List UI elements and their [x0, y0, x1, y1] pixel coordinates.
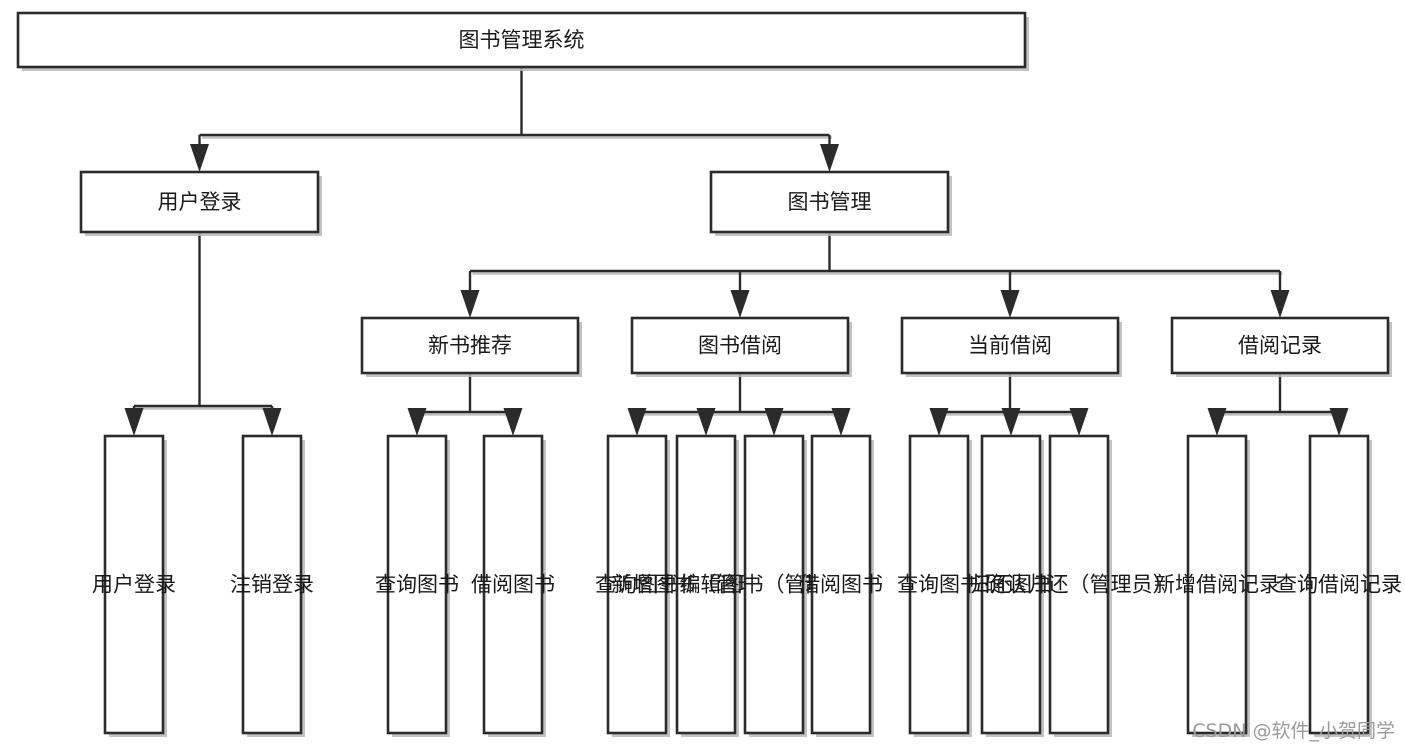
node-leaf-user-login[interactable]: 用户登录 — [92, 434, 176, 737]
node-leaf-add-borrow-record[interactable]: 新增借阅记录 — [1154, 434, 1280, 737]
arrow-head-icon — [929, 408, 949, 436]
connector-group — [190, 67, 839, 172]
node-box[interactable] — [675, 434, 737, 735]
connector-group — [124, 232, 282, 436]
connector-group — [407, 373, 523, 436]
node-box[interactable] — [241, 434, 303, 735]
node-label: 借阅记录 — [1238, 334, 1322, 358]
connector-layer — [124, 67, 1349, 436]
node-label: 图书管理 — [788, 190, 872, 214]
arrow-head-icon — [1207, 408, 1227, 436]
node-label: 确认归还（管理员） — [985, 573, 1174, 597]
node-box[interactable] — [386, 434, 448, 735]
node-label: 借阅图书 — [799, 573, 883, 597]
node-box[interactable] — [1186, 434, 1248, 735]
connector-group — [460, 232, 1290, 318]
arrow-head-icon — [1001, 408, 1021, 436]
node-box[interactable] — [709, 170, 950, 234]
node-leaf-query-borrow-record[interactable]: 查询借阅记录 — [1276, 434, 1402, 737]
arrow-head-icon — [764, 408, 784, 436]
node-label: 查询借阅记录 — [1276, 573, 1402, 597]
arrow-head-icon — [730, 290, 750, 318]
node-box[interactable] — [1048, 434, 1110, 735]
arrow-head-icon — [1329, 408, 1349, 436]
node-box[interactable] — [743, 434, 805, 735]
node-label: 查询图书 — [375, 573, 459, 597]
arrow-head-icon — [460, 290, 480, 318]
arrow-head-icon — [1069, 408, 1089, 436]
node-box[interactable] — [810, 434, 872, 735]
node-book-manage[interactable]: 图书管理 — [709, 170, 952, 236]
connector-group — [627, 373, 851, 436]
node-root[interactable]: 图书管理系统 — [16, 11, 1029, 71]
node-layer: 图书管理系统用户登录图书管理新书推荐图书借阅当前借阅借阅记录用户登录注销登录查询… — [16, 11, 1402, 737]
arrow-head-icon — [407, 408, 427, 436]
node-box[interactable] — [1308, 434, 1370, 735]
node-label: 图书借阅 — [698, 334, 782, 358]
node-box[interactable] — [360, 316, 580, 375]
connector-group — [929, 373, 1089, 436]
node-leaf-borrow-book-1[interactable]: 借阅图书 — [471, 434, 555, 737]
node-label: 查询图书 — [595, 573, 679, 597]
node-leaf-edit-book[interactable]: 编辑图书（管理员） — [680, 434, 869, 737]
connector-group — [1207, 373, 1349, 436]
arrow-head-icon — [1000, 290, 1020, 318]
arrow-head-icon — [820, 144, 839, 172]
node-current-borrow[interactable]: 当前借阅 — [900, 316, 1122, 377]
node-box[interactable] — [630, 316, 850, 375]
node-label: 新书推荐 — [428, 334, 512, 358]
node-label: 用户登录 — [92, 573, 176, 597]
arrow-head-icon — [627, 408, 647, 436]
node-leaf-query-book-2[interactable]: 查询图书 — [595, 434, 679, 737]
node-box[interactable] — [482, 434, 544, 735]
node-label: 新增借阅记录 — [1154, 573, 1280, 597]
arrow-head-icon — [696, 408, 716, 436]
node-label: 当前借阅 — [968, 334, 1052, 358]
node-label: 查询图书 — [897, 573, 981, 597]
node-label: 图书管理系统 — [459, 28, 585, 52]
node-leaf-user-logout[interactable]: 注销登录 — [230, 434, 314, 737]
arrow-head-icon — [190, 144, 209, 172]
node-box[interactable] — [1170, 316, 1390, 375]
node-leaf-borrow-book-2[interactable]: 借阅图书 — [799, 434, 883, 737]
node-label: 用户登录 — [158, 190, 242, 214]
node-leaf-query-book-1[interactable]: 查询图书 — [375, 434, 459, 737]
node-leaf-return-book[interactable]: 归还图书 — [969, 434, 1053, 737]
arrow-head-icon — [503, 408, 523, 436]
node-user-login[interactable]: 用户登录 — [79, 170, 322, 236]
node-leaf-confirm-return[interactable]: 确认归还（管理员） — [985, 434, 1174, 737]
node-label: 借阅图书 — [471, 573, 555, 597]
node-label: 注销登录 — [230, 573, 314, 597]
node-borrow-record[interactable]: 借阅记录 — [1170, 316, 1392, 377]
node-new-book-recommend[interactable]: 新书推荐 — [360, 316, 582, 377]
node-box[interactable] — [908, 434, 970, 735]
node-box[interactable] — [980, 434, 1042, 735]
node-box[interactable] — [79, 170, 320, 234]
arrow-head-icon — [124, 408, 144, 436]
node-label: 归还图书 — [969, 573, 1053, 597]
arrow-head-icon — [262, 408, 282, 436]
arrow-head-icon — [1270, 290, 1290, 318]
node-box[interactable] — [606, 434, 668, 735]
node-box[interactable] — [103, 434, 165, 735]
node-box[interactable] — [16, 11, 1027, 69]
node-leaf-query-book-3[interactable]: 查询图书 — [897, 434, 981, 737]
node-box[interactable] — [900, 316, 1120, 375]
arrow-head-icon — [831, 408, 851, 436]
node-book-borrow[interactable]: 图书借阅 — [630, 316, 852, 377]
